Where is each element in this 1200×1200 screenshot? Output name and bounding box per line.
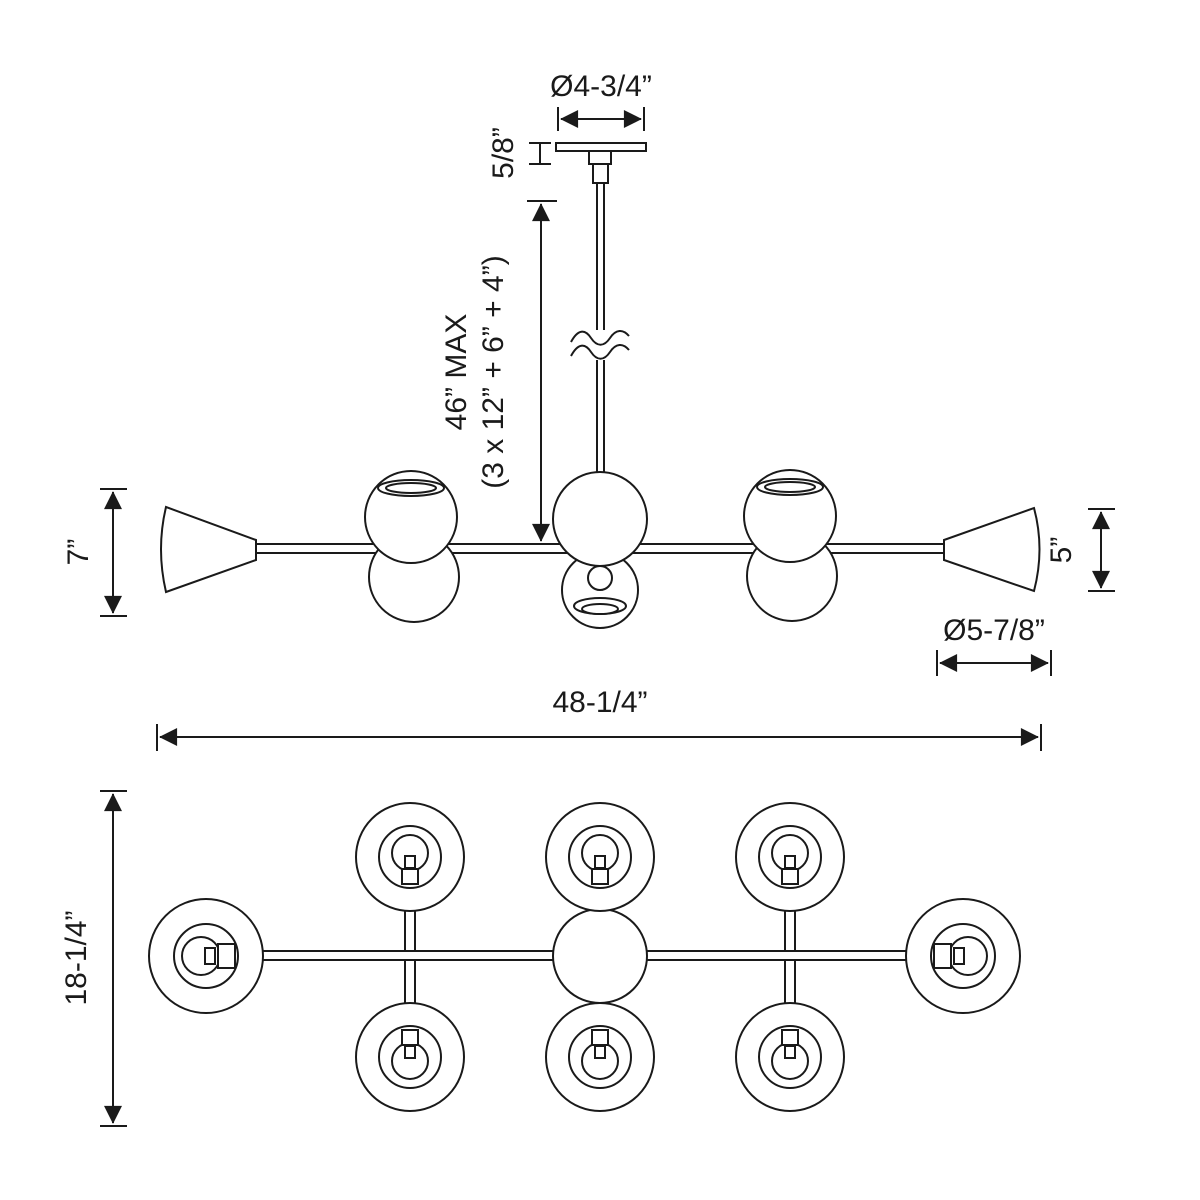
globe-plan-bottom-center: [545, 1002, 655, 1112]
left-globe-pair-side: [364, 470, 460, 623]
label-canopy-height: 5/8”: [487, 127, 520, 179]
dim-end-shade-diameter: [936, 650, 1052, 676]
right-cone-shade: [943, 506, 1041, 593]
label-canopy-diameter: Ø4-3/4”: [550, 70, 652, 103]
socket-plan: [781, 868, 799, 885]
socket-plan: [401, 1029, 419, 1046]
dimension-annotations: [100, 107, 1115, 1127]
dim-overall-depth: [100, 790, 127, 1127]
left-cone-shade: [160, 505, 257, 594]
socket-plan: [781, 1029, 799, 1046]
hanging-rod: [596, 182, 605, 474]
globe-plan-bottom-right: [735, 1002, 845, 1112]
dim-overall-width: [156, 724, 1042, 751]
label-left-shade-height: 7”: [62, 539, 95, 566]
dimension-labels: Ø4-3/4” 5/8” 46” MAX (3 x 12” + 6” + 4”)…: [60, 70, 1078, 1006]
label-rod-breakdown: (3 x 12” + 6” + 4”): [477, 255, 510, 488]
globe-plan-top-left: [355, 802, 465, 912]
ceiling-canopy: [555, 142, 647, 184]
socket-plan: [591, 1029, 609, 1046]
center-globe-pair-side: [552, 471, 648, 629]
right-globe-pair-side: [743, 469, 838, 622]
label-right-shade-height: 5”: [1045, 537, 1078, 564]
dim-canopy-height: [529, 142, 551, 165]
bulb-side: [587, 565, 613, 591]
dim-canopy-diameter: [557, 107, 645, 131]
socket-plan: [933, 943, 952, 969]
center-hub-plan: [552, 908, 648, 1004]
elevation-view: [160, 142, 1041, 629]
socket-plan: [401, 868, 419, 885]
socket-plan: [217, 943, 236, 969]
socket-plan: [591, 868, 609, 885]
label-overall-width: 48-1/4”: [552, 686, 647, 719]
dim-right-shade-height: [1088, 508, 1115, 592]
label-end-shade-diameter: Ø5-7/8”: [943, 614, 1045, 647]
plan-view: [148, 802, 1021, 1112]
globe-plan-top-right: [735, 802, 845, 912]
dim-rod-length: [527, 200, 557, 542]
globe-plan-bottom-left: [355, 1002, 465, 1112]
globe-plan-left-end: [148, 898, 264, 1014]
globe-plan-top-center: [545, 802, 655, 912]
label-overall-depth: 18-1/4”: [60, 910, 93, 1005]
globe-plan-right-end: [905, 898, 1021, 1014]
rod-break-symbol: [570, 330, 630, 360]
dim-left-shade-height: [100, 488, 127, 617]
label-rod-max-length: 46” MAX: [440, 314, 473, 431]
